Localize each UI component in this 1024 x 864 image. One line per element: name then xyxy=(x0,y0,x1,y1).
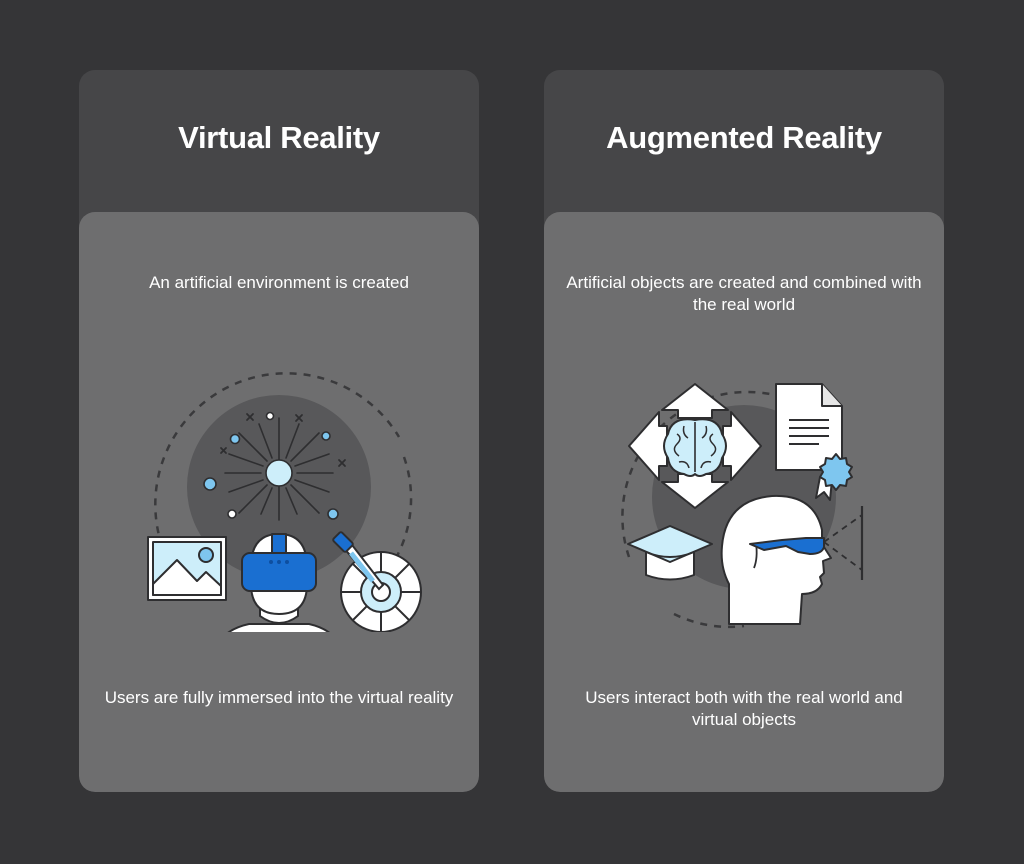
burst-icon xyxy=(224,417,334,521)
ar-title: Augmented Reality xyxy=(606,120,882,155)
vr-illustration xyxy=(147,372,422,632)
ar-footer: Users interact both with the real world … xyxy=(585,688,903,729)
vr-headset-user-icon xyxy=(227,533,331,632)
vr-card-header: Virtual Reality xyxy=(79,70,479,212)
brain-arrows-icon xyxy=(628,383,762,509)
image-icon xyxy=(147,536,227,601)
vr-footer: Users are fully immersed into the virtua… xyxy=(104,688,454,707)
ar-card-header: Augmented Reality xyxy=(544,70,944,212)
ar-card-body: Artificial objects are created and combi… xyxy=(544,212,944,792)
ar-card: Augmented Reality Artificial objects are… xyxy=(544,70,944,792)
color-picker-wheel-icon xyxy=(332,531,422,632)
ar-description: Artificial objects are created and combi… xyxy=(566,273,922,314)
vr-card-body: An artificial environment is created xyxy=(79,212,479,792)
vr-title: Virtual Reality xyxy=(178,120,380,155)
ar-illustration xyxy=(621,383,864,629)
vr-description: An artificial environment is created xyxy=(149,273,409,292)
ar-glasses-head-icon xyxy=(720,494,864,625)
graduation-cap-icon xyxy=(627,525,713,581)
vr-card: Virtual Reality An artificial environmen… xyxy=(79,70,479,792)
certificate-icon xyxy=(775,383,853,501)
